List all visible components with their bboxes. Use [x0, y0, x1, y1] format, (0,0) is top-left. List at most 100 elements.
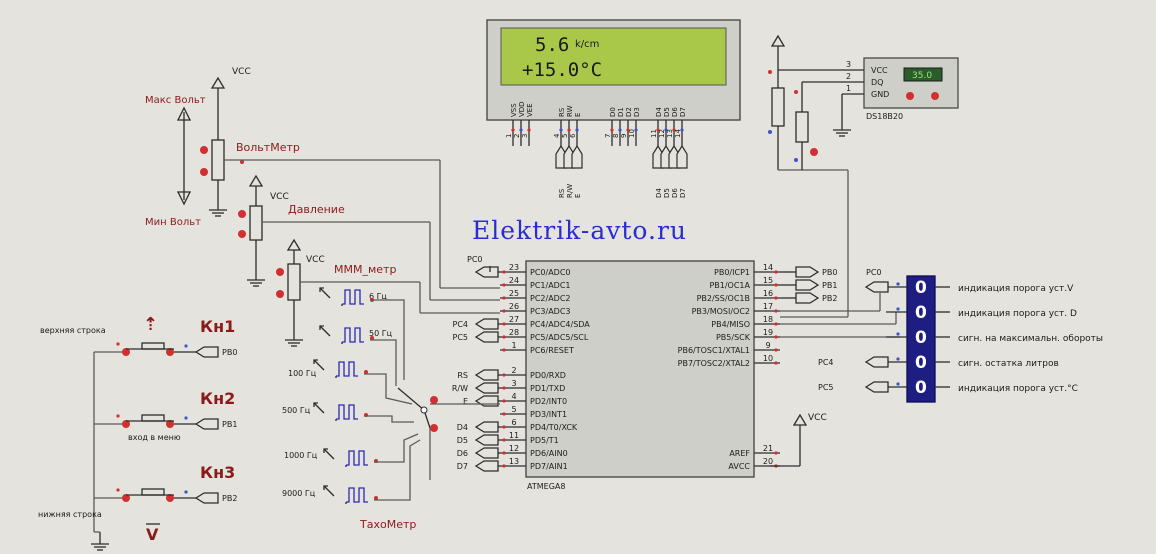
button-caption: вход в меню — [128, 433, 181, 442]
lcd-line2: +15.0°C — [522, 59, 602, 81]
mcu-pin-num: 5 — [511, 405, 516, 414]
sensor-pullup — [768, 35, 849, 317]
mcu-pin-num: 24 — [509, 276, 519, 285]
frequency-label: 9000 Гц — [282, 489, 316, 498]
net-label: D7 — [457, 462, 468, 471]
lcd-pin-name: D4 — [655, 107, 663, 117]
mcu-pin-num: 12 — [509, 444, 519, 453]
sensor-pin-gnd: GND — [871, 90, 889, 99]
button-net-label: PB2 — [222, 494, 237, 503]
mcu-pin-name: PB7/TOSC2/XTAL2 — [678, 359, 750, 368]
mcu-pin-name: AVCC — [728, 462, 750, 471]
lcd-pin-name: VDD — [518, 101, 526, 117]
led-input-label: PC4 — [818, 358, 834, 367]
frequency-label: 100 Гц — [288, 369, 317, 378]
mcu-pin-num: 10 — [763, 354, 773, 363]
lcd-net-label: RS — [558, 188, 566, 198]
watermark: Elektrik-avto.ru — [472, 216, 687, 245]
net-connector — [864, 356, 889, 368]
lcd-pin-name: D3 — [633, 107, 641, 117]
lcd-pin-name: D2 — [625, 107, 633, 117]
frequency-label: 50 Гц — [369, 329, 393, 338]
led-digit: 0 — [915, 353, 927, 373]
button-net-label: PB0 — [222, 348, 237, 357]
net-label-pc0: PC0 — [467, 255, 483, 264]
mcu-pin-num: 6 — [511, 418, 516, 427]
net-label: D4 — [457, 423, 468, 432]
up-arrow-icon: ⇡ — [143, 314, 158, 335]
lcd-pin-num: 12 — [658, 129, 666, 138]
net-connector — [474, 331, 499, 343]
square-wave-icon — [346, 450, 368, 466]
mcu-pin-name: PB1/OC1A — [709, 281, 750, 290]
frequency-label: 6 Гц — [369, 292, 388, 301]
frequency-label: 500 Гц — [282, 406, 311, 415]
mcu-atmega8: ATMEGA8 PC0/ADC023PC1/ADC124PC2/ADC225PC… — [452, 255, 900, 491]
vcc-label: VCC — [306, 255, 325, 265]
net-connector — [864, 381, 889, 393]
net-connector — [194, 346, 219, 358]
lcd-net-label: D4 — [655, 188, 663, 198]
tacho-switch: ТахоМетр — [359, 387, 500, 531]
led-digit: 0 — [915, 303, 927, 323]
mcu-pin-num: 19 — [763, 328, 773, 337]
button-name: Кн3 — [200, 463, 235, 482]
net-connector — [474, 318, 499, 330]
mcu-pin-num: 9 — [765, 341, 770, 350]
mcu-pin-num: 3 — [511, 379, 516, 388]
mcu-pin-num: 14 — [763, 263, 773, 272]
mcu-pin-num: 21 — [763, 444, 773, 453]
lcd-net-label: R/W — [566, 184, 574, 198]
mcu-pin-name: PC0/ADC0 — [530, 268, 571, 277]
sensor-reading: 35.0 — [912, 71, 932, 81]
net-label: PC5 — [453, 333, 469, 342]
led-digit: 0 — [915, 278, 927, 298]
mcu-pin-num: 17 — [763, 302, 773, 311]
square-wave-icon — [336, 404, 358, 420]
mcu-pin-name: PB3/MOSI/OC2 — [692, 307, 750, 316]
net-connector — [864, 281, 889, 293]
net-label: E — [463, 397, 468, 406]
mcu-pin-name: PD2/INT0 — [530, 397, 567, 406]
lcd-pin-name: E — [574, 113, 582, 117]
max-volt-label: Макс Вольт — [145, 95, 206, 106]
net-connector — [795, 266, 820, 278]
mcu-pin-num: 20 — [763, 457, 773, 466]
lcd-pin-name: D1 — [617, 107, 625, 117]
lcd-pin-name: RW — [566, 105, 574, 117]
square-wave-icon — [346, 487, 368, 503]
mcu-name: ATMEGA8 — [527, 482, 565, 491]
mcu-pin-name: PC5/ADC5/SCL — [530, 333, 589, 342]
sensor-pin-dq: DQ — [871, 78, 883, 87]
mcu-pin-num: 26 — [509, 302, 519, 311]
mcu-pin-num: 16 — [763, 289, 773, 298]
sensor-pin-num: 2 — [846, 72, 851, 81]
lcd-pin-name: D0 — [609, 107, 617, 117]
lcd-pin-num: 5 — [561, 134, 569, 138]
net-connector — [194, 418, 219, 430]
voltmeter-pot: VCC ВольтМетр Макс Вольт Мин Вольт — [145, 67, 500, 289]
mcu-pin-name: AREF — [729, 449, 750, 458]
led-caption: индикация порога уст. D — [958, 309, 1077, 319]
net-connector — [676, 144, 688, 169]
lcd-pin-num: 14 — [674, 129, 682, 138]
mcu-pin-num: 1 — [511, 341, 516, 350]
lcd-net-label: D6 — [671, 188, 679, 198]
vcc-label: VCC — [232, 67, 251, 77]
lcd-pin-name: VEE — [526, 103, 534, 117]
led-caption: индикация порога уст.°С — [958, 384, 1078, 394]
net-connector — [795, 292, 820, 304]
sensor-pin-num: 1 — [846, 84, 851, 93]
mcu-pin-name: PD3/INT1 — [530, 410, 567, 419]
lcd-pin-num: 6 — [569, 133, 577, 138]
button-name: Кн1 — [200, 317, 235, 336]
lcd-pin-num: 10 — [628, 129, 636, 138]
net-connector — [474, 421, 499, 433]
down-arrow-icon: V — [146, 525, 159, 544]
mcu-pin-name: PC2/ADC2 — [530, 294, 571, 303]
lcd-pin-num: 1 — [505, 134, 513, 138]
net-label: D6 — [457, 449, 468, 458]
mmm-pot: VCC МММ_метр — [276, 239, 500, 347]
mcu-pin-num: 2 — [511, 366, 516, 375]
